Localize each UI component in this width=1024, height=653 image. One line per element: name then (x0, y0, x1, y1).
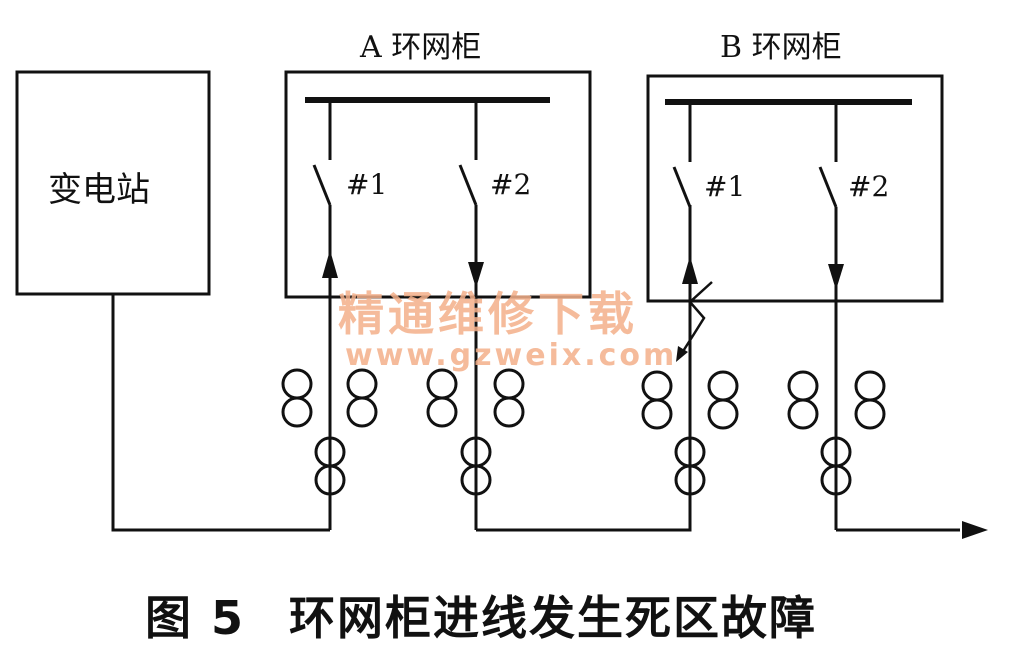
watermark-title: 精通维修下载 (338, 287, 638, 341)
cabinet-b-outgoing-arrow (828, 264, 844, 290)
ct-b1-right-icon (707, 370, 739, 430)
cabinet-b-switch-1-label: #1 (704, 170, 746, 203)
cabinet-b-switch-2-blade (818, 166, 838, 208)
cabinet-b-switch-1-blade (672, 166, 692, 208)
ct-a1-left-icon (281, 368, 313, 428)
cabinet-b-switch-2-label: #2 (848, 170, 890, 203)
cabinet-a-outgoing-arrow (468, 262, 484, 288)
cabinet-a-box (284, 70, 592, 299)
cabinet-a-switch-2-blade (458, 164, 478, 206)
ct-a2-left-icon (426, 368, 458, 428)
figure-caption: 图 5 环网柜进线发生死区故障 (145, 582, 817, 648)
ct-b2-right-icon (854, 370, 886, 430)
cabinet-a-switch-1-label: #1 (346, 168, 388, 201)
ct-b2-left-icon (787, 370, 819, 430)
link-line-a-to-b (476, 205, 692, 532)
figure-number: 图 5 (145, 591, 246, 645)
fault-lightning-arrowhead (676, 346, 688, 362)
fault-lightning-icon (678, 281, 713, 357)
cabinet-b-incoming-arrow (682, 256, 698, 284)
ct-a1-right-icon (346, 368, 378, 428)
cabinet-a-switch-2-label: #2 (490, 168, 532, 201)
substation-feeder-line (111, 294, 330, 532)
ct-b1-left-icon (641, 370, 673, 430)
figure-caption-text: 环网柜进线发生死区故障 (289, 591, 818, 645)
ct-a2-right-icon (493, 368, 525, 428)
cabinet-b-title: B 环网柜 (720, 30, 842, 65)
cabinet-a-incoming-arrow (322, 250, 338, 278)
watermark-url: www.gzweix.com (345, 338, 678, 373)
cabinet-b-box (646, 74, 944, 303)
substation-label: 变电站 (48, 170, 150, 210)
cabinet-a-switch-1-blade (312, 164, 332, 206)
cabinet-a-title: A 环网柜 (360, 30, 482, 65)
outgoing-feeder-arrow (962, 521, 988, 539)
